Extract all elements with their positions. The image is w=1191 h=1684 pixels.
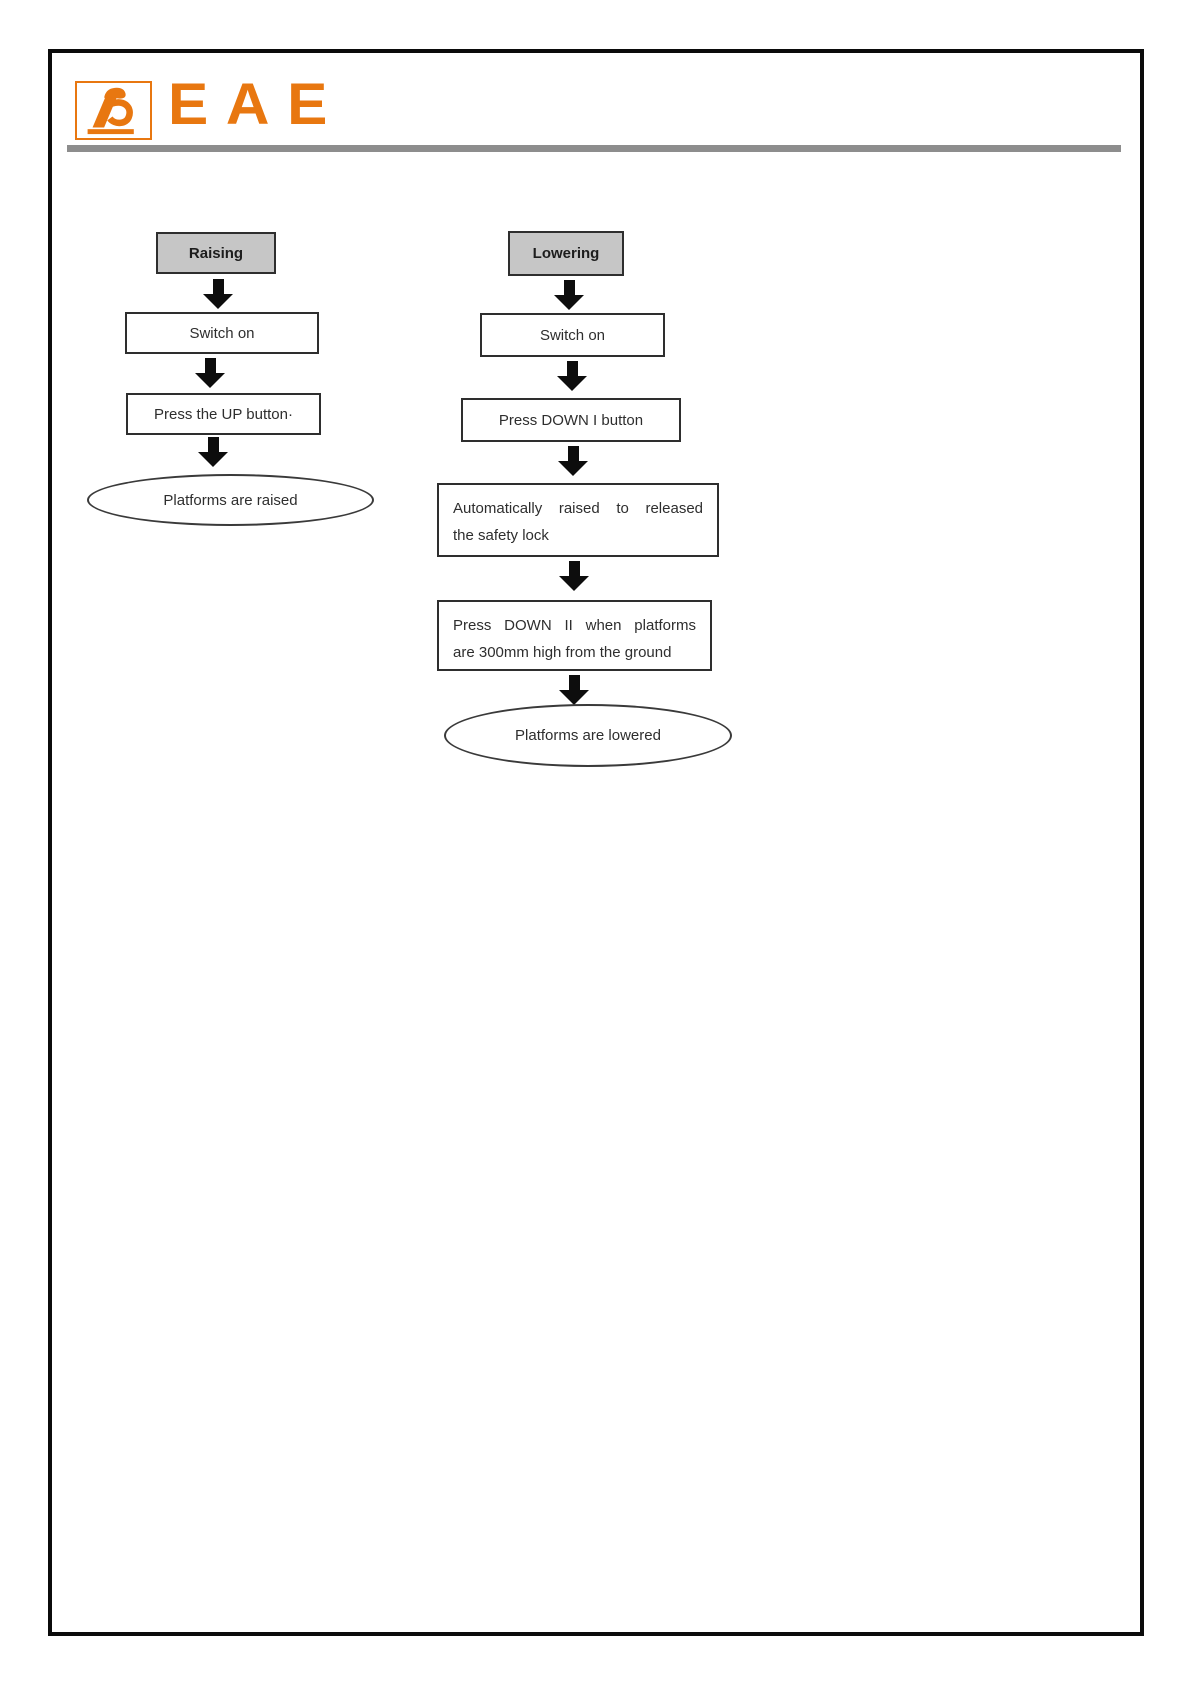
arrow-shaft (568, 675, 580, 690)
down-arrow-icon (195, 358, 225, 388)
arrow-head (557, 376, 587, 391)
arrow-head (203, 294, 233, 309)
brand-wordmark: EAE (168, 72, 346, 137)
flow-step-press-up-button: Press the UP button· (126, 393, 321, 435)
arrow-shaft (567, 446, 579, 461)
down-arrow-icon (557, 361, 587, 391)
arrow-head (198, 452, 228, 467)
flow-step-switch-on-raising: Switch on (125, 312, 319, 354)
arrow-head (559, 690, 589, 705)
page-border-frame: EAE Raising Switch on Press the UP butto… (48, 49, 1144, 1636)
down-arrow-icon (559, 675, 589, 705)
flow-step-line: Automatically raised to released (453, 500, 703, 517)
arrow-shaft (563, 280, 575, 295)
arrow-head (554, 295, 584, 310)
arrow-shaft (204, 358, 216, 373)
flow-title-lowering: Lowering (508, 231, 624, 276)
flow-step-line: Press DOWN II when platforms (453, 617, 696, 634)
flow-result-raising: Platforms are raised (87, 474, 374, 526)
flow-step-press-down-1: Press DOWN I button (461, 398, 681, 442)
eae-logo-box (75, 81, 152, 140)
flow-result-lowering: Platforms are lowered (444, 704, 732, 767)
down-arrow-icon (203, 279, 233, 309)
arrow-head (559, 576, 589, 591)
arrow-head (558, 461, 588, 476)
down-arrow-icon (558, 446, 588, 476)
arrow-head (195, 373, 225, 388)
flow-title-raising: Raising (156, 232, 276, 274)
flow-step-line: are 300mm high from the ground (453, 644, 672, 661)
arrow-shaft (212, 279, 224, 294)
arrow-shaft (566, 361, 578, 376)
down-arrow-icon (554, 280, 584, 310)
flow-step-press-down-2: Press DOWN II when platforms are 300mm h… (437, 600, 712, 671)
down-arrow-icon (559, 561, 589, 591)
arrow-shaft (568, 561, 580, 576)
down-arrow-icon (198, 437, 228, 467)
arrow-shaft (207, 437, 219, 452)
flow-step-switch-on-lowering: Switch on (480, 313, 665, 357)
flow-step-auto-release-safety-lock: Automatically raised to released the saf… (437, 483, 719, 557)
header-divider (67, 145, 1121, 152)
flow-step-line: the safety lock (453, 527, 549, 544)
eae-logo-icon (87, 87, 134, 134)
